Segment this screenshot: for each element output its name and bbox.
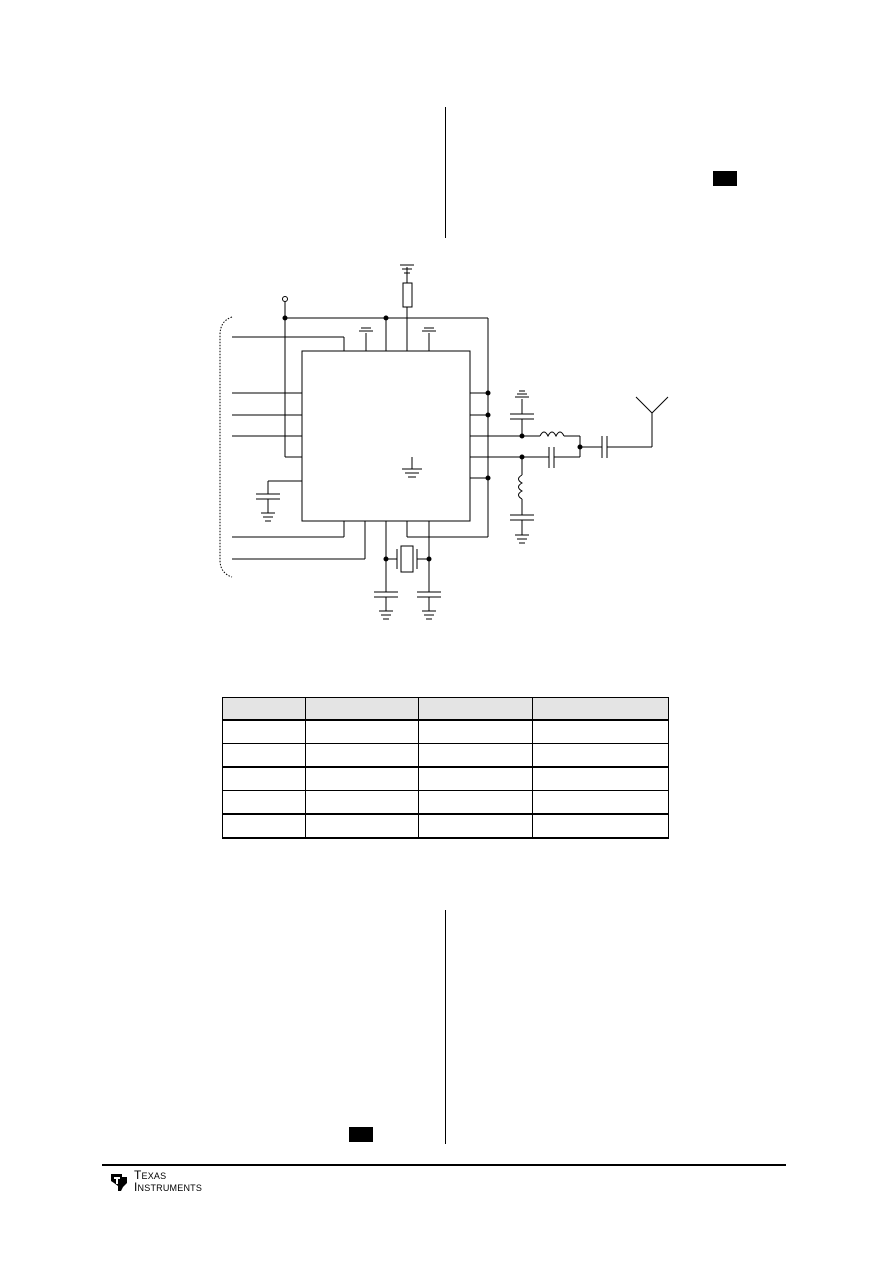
- table-row: [222, 814, 669, 839]
- column-divider-top: [445, 107, 446, 238]
- bus-brace: [219, 316, 233, 578]
- brand-line-1: TEXAS: [134, 1168, 167, 1182]
- table-row: [222, 767, 669, 791]
- table-header-row: [222, 697, 669, 721]
- table-row: [222, 790, 669, 815]
- circuit-schematic: [200, 255, 700, 635]
- ti-logo: TEXAS INSTRUMENTS: [108, 1168, 203, 1194]
- footer-rule: [102, 1164, 786, 1166]
- table-row: [222, 720, 669, 744]
- component-table: [222, 697, 669, 839]
- table-row: [222, 743, 669, 768]
- section-marker-bottom: [349, 1127, 373, 1142]
- section-marker-top: [713, 171, 737, 186]
- ti-state-icon: [111, 1174, 127, 1191]
- ic-chip: [301, 350, 471, 522]
- column-divider-bottom: [445, 910, 446, 1144]
- brand-line-2: INSTRUMENTS: [134, 1180, 203, 1194]
